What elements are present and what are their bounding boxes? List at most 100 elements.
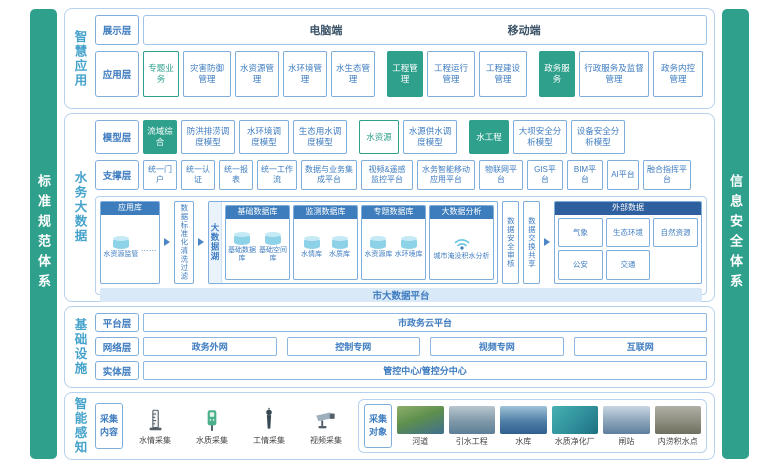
theme-db-item: 水环境库	[394, 235, 423, 259]
info-security-system-bar: 信息安全体系	[722, 9, 749, 459]
support-box-portal: 统一门户	[143, 160, 177, 190]
database-cylinder-icon	[331, 235, 348, 250]
support-box-iot-platform: 物联网平台	[479, 160, 523, 190]
data-cleaning-filter-box: 数据标准化清洗过滤	[174, 201, 194, 284]
network-box-video-net: 视频专网	[430, 337, 564, 356]
app-box-water-environment: 水环境管理	[283, 51, 327, 97]
app-group-engineering-mgmt: 工程管理	[387, 51, 423, 97]
app-group-special-business: 专题业务	[143, 51, 179, 97]
standards-system-bar: 标准规范体系	[30, 9, 57, 459]
photo-caption: 引水工程	[455, 436, 488, 446]
photo-gate-station	[603, 405, 650, 434]
theme-db-item: 水资源库	[364, 235, 393, 259]
object-item-gate-station: 闸站	[603, 405, 650, 447]
support-box-ai-platform: AI平台	[607, 160, 639, 190]
ripple-analysis-icon	[454, 238, 469, 250]
terminals-box: 电脑端 移动端	[143, 15, 707, 45]
platform-layer-label: 平台层	[95, 313, 139, 332]
photo-river-channel	[397, 405, 444, 434]
bigdata-analysis-header: 大数据分析	[430, 206, 493, 219]
sensor-item-engineering: 工情采集	[244, 407, 294, 446]
photo-caption: 水质净化厂	[554, 436, 595, 446]
section-infrastructure: 基础设施 平台层 市政务云平台 网络层 政务外网 控制专网 视频专网 互联网 实…	[64, 306, 715, 388]
section-label-water-bigdata: 水务大数据	[72, 171, 87, 244]
section-water-bigdata: 水务大数据 模型层 流域综合 防洪排涝调度模型 水环境调度模型 生态用水调度模型…	[64, 113, 715, 302]
object-item-purification-plant: 水质净化厂	[551, 405, 598, 447]
base-db-panel: 基础数据库 基础数据库 基础空间库	[225, 205, 290, 280]
monitor-db-header: 监测数据库	[294, 206, 357, 219]
external-item-public-security: 公安	[558, 250, 603, 280]
monitor-db-item-label: 水质库	[329, 251, 350, 259]
external-item-traffic: 交通	[605, 250, 651, 280]
theme-db-panel: 专题数据库 水资源库 水环境库	[361, 205, 426, 280]
database-cylinder-icon	[370, 235, 387, 250]
sensor-caption: 视频采集	[310, 435, 342, 445]
model-box-supply-dispatch: 水源供水调度模型	[403, 120, 457, 154]
monitor-db-item-label: 水情库	[301, 251, 322, 259]
base-db-item-label: 基础空间库	[259, 247, 287, 263]
mobile-terminal-label: 移动端	[507, 25, 541, 37]
collection-objects-label: 采集对象	[364, 404, 392, 448]
support-box-auth: 统一认证	[181, 160, 215, 190]
external-item-natural-resources: 自然资源	[653, 217, 698, 248]
display-layer-label: 展示层	[95, 15, 139, 45]
support-box-video-rs-platform: 视频&遥感监控平台	[361, 160, 413, 190]
base-db-item: 基础数据库	[227, 231, 257, 263]
data-lake-box: 大数据湖 基础数据库 基础数据库 基础空间库 监测数据库 水情库 水质库	[208, 201, 498, 284]
collection-content-label: 采集内容	[95, 403, 123, 449]
object-item-reservoir: 水库	[500, 405, 547, 447]
app-box-admin-supervision: 行政服务及监督管理	[579, 51, 649, 97]
support-box-report: 统一报表	[219, 160, 253, 190]
sensor-caption: 水情采集	[139, 435, 171, 445]
app-box-water-ecology: 水生态管理	[331, 51, 375, 97]
database-cylinder-icon	[112, 235, 129, 250]
support-layer-label: 支撑层	[95, 160, 139, 190]
model-box-eco-water-dispatch: 生态用水调度模型	[293, 120, 347, 154]
support-box-bim-platform: BIM平台	[567, 160, 603, 190]
theme-db-header: 专题数据库	[362, 206, 425, 219]
model-group-water-resources: 水资源	[359, 120, 399, 154]
ellipsis-text: ……	[140, 244, 157, 254]
network-box-control-net: 控制专网	[286, 337, 420, 356]
water-quality-meter-icon	[207, 409, 217, 431]
photo-caption: 内涝积水点	[657, 436, 698, 446]
network-box-internet: 互联网	[573, 337, 707, 356]
support-box-workflow: 统一工作流	[257, 160, 297, 190]
application-db-item: 水资源监管	[103, 235, 138, 259]
bigdata-analysis-panel: 大数据分析 城市淹没积水分析	[429, 205, 494, 280]
photo-reservoir	[500, 405, 547, 434]
photo-diversion-project	[448, 405, 495, 434]
photo-caption: 水库	[515, 436, 532, 446]
base-db-item-label: 基础数据库	[228, 247, 256, 263]
external-data-header: 外部数据	[555, 202, 701, 215]
external-data-panel: 外部数据 气象 生态环境 自然资源 公安 交通	[554, 201, 702, 284]
section-label-infrastructure: 基础设施	[72, 318, 87, 376]
model-layer-label: 模型层	[95, 120, 139, 154]
city-bigdata-platform-bar: 市大数据平台	[100, 287, 702, 302]
model-group-basin: 流域综合	[143, 120, 177, 154]
support-box-integration-platform: 数据与业务集成平台	[301, 160, 357, 190]
photo-waterlogging-point	[654, 405, 701, 434]
support-box-command-platform: 融合指挥平台	[643, 160, 691, 190]
monitor-db-item: 水质库	[329, 235, 350, 259]
monitor-db-item: 水情库	[301, 235, 322, 259]
sensor-caption: 水质采集	[196, 435, 228, 445]
section-label-intelligent-sensing: 智能感知	[72, 397, 87, 455]
section-smart-application: 智慧应用 展示层 电脑端 移动端 应用层 专题业务 灾害防御管理 水资源管理 水…	[64, 8, 715, 109]
pc-terminal-label: 电脑端	[309, 25, 343, 37]
model-box-flood-dispatch: 防洪排涝调度模型	[181, 120, 235, 154]
database-cylinder-icon	[234, 231, 250, 246]
application-db-panel: 应用库 水资源监管 ……	[100, 201, 160, 284]
sensor-caption: 工情采集	[253, 435, 285, 445]
app-box-gov-internal-control: 政务内控管理	[653, 51, 703, 97]
data-exchange-arrow-icon	[544, 238, 550, 247]
model-box-equipment-safety: 设备安全分析模型	[571, 120, 625, 154]
app-box-disaster-defense: 灾害防御管理	[183, 51, 231, 97]
network-box-gov-extranet: 政务外网	[143, 337, 277, 356]
model-box-water-env-dispatch: 水环境调度模型	[239, 120, 289, 154]
theme-db-item-label: 水环境库	[394, 251, 423, 259]
theme-db-item-label: 水资源库	[364, 251, 393, 259]
control-center-box: 管控中心/管控分中心	[143, 361, 707, 380]
photo-purification-plant	[551, 405, 598, 434]
bigdata-analysis-item-label: 城市淹没积水分析	[433, 252, 490, 260]
